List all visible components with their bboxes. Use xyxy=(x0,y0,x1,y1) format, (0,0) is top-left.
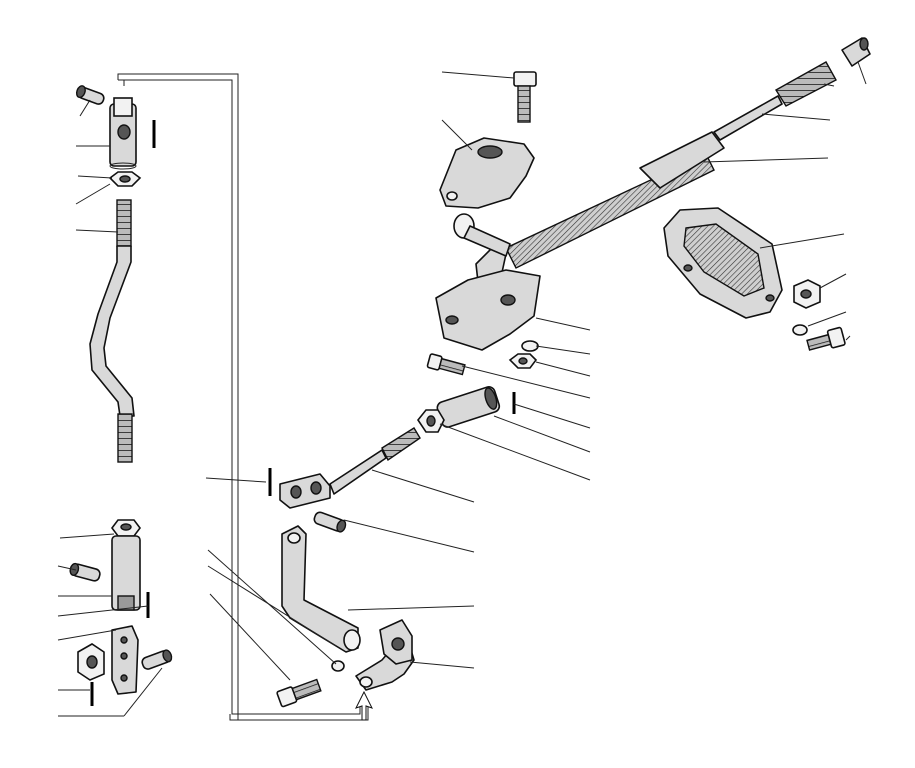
housing-sleeve xyxy=(436,386,501,428)
top-nut xyxy=(108,171,142,187)
cover-washer xyxy=(792,324,808,336)
housing-block xyxy=(435,269,541,351)
top-clevis-sleeve xyxy=(109,97,137,170)
cover-bolt xyxy=(806,326,846,351)
wear-block xyxy=(77,643,105,681)
arrow-head xyxy=(355,690,373,721)
cover-nut xyxy=(793,279,821,309)
left-callout-leaders xyxy=(57,99,163,717)
center-callout-leaders xyxy=(205,469,475,681)
top-bolt xyxy=(513,71,537,123)
housing-bolt xyxy=(426,353,466,376)
top-pin xyxy=(75,85,105,105)
right-callout-leaders xyxy=(759,233,851,341)
lower-clevis-sleeve xyxy=(111,535,141,611)
spring xyxy=(775,61,837,107)
bell-crank-lever xyxy=(281,525,361,653)
cover-plate xyxy=(663,207,783,319)
upper-callout-leaders xyxy=(439,61,867,481)
lower-pin xyxy=(69,562,101,582)
rack-shaft xyxy=(713,95,783,141)
large-nut xyxy=(417,409,445,433)
fork-pin xyxy=(313,511,347,533)
threaded-fork-rod xyxy=(279,427,421,509)
lower-nut xyxy=(111,519,141,537)
upper-rack-assembly xyxy=(417,37,871,433)
routing-loop-line xyxy=(117,73,373,721)
housing-nut xyxy=(508,353,538,369)
center-lever-assembly xyxy=(268,427,421,708)
crank-arm xyxy=(355,619,415,691)
housing-washer xyxy=(521,340,539,352)
bent-rod xyxy=(89,199,135,463)
end-cap xyxy=(841,37,871,67)
bottom-bolt xyxy=(276,678,322,708)
rack-bar xyxy=(505,131,725,269)
right-cover-plate-assembly xyxy=(663,207,846,351)
mounting-cap xyxy=(439,137,535,209)
bottom-yoke xyxy=(111,625,139,695)
left-steering-rod-assembly xyxy=(69,85,173,706)
yoke-pin xyxy=(141,649,173,670)
